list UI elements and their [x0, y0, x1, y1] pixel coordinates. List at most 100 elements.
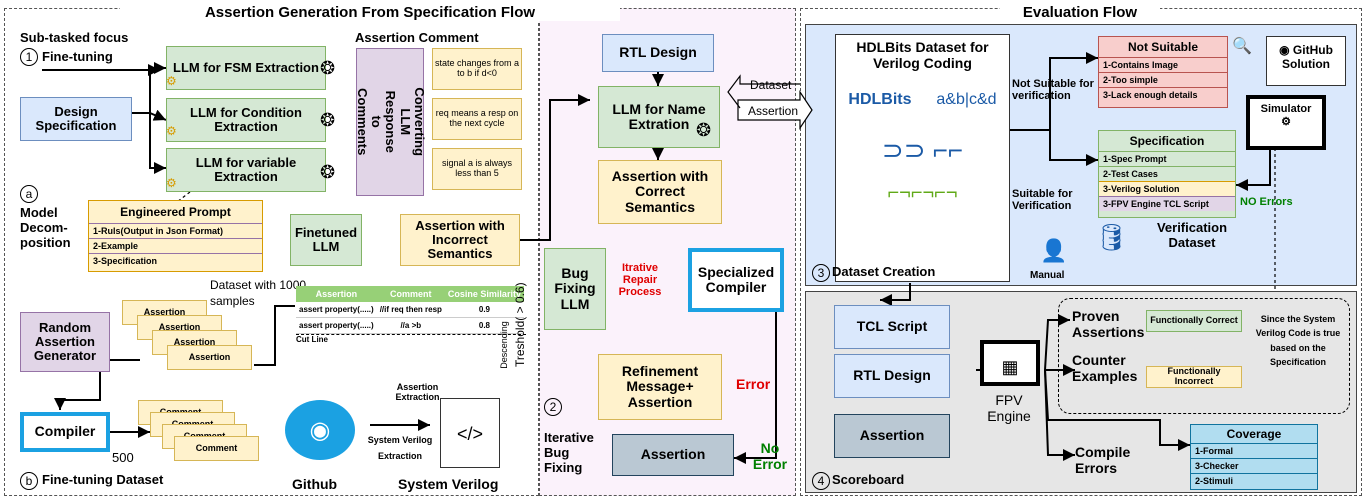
design-specification-box: Design Specification: [20, 97, 132, 141]
assertion-output-box: Assertion: [612, 434, 734, 476]
spec-item: 3-FPV Engine TCL Script: [1099, 196, 1235, 211]
counter-examples-label: Counter Examples: [1072, 352, 1138, 384]
right-panel-title: Evaluation Flow: [1000, 4, 1160, 21]
not-suitable-label: Not Suitable for verification: [1012, 78, 1094, 102]
hdlbits-title: HDLBits Dataset for Verilog Coding: [856, 39, 989, 71]
assertion-score-box: Assertion: [834, 414, 950, 458]
specialized-compiler-box: Specialized Compiler: [688, 248, 784, 312]
assertion-extraction-label: Assertion Extraction: [395, 382, 440, 402]
gear-icon-condition: ⚙: [166, 124, 177, 138]
assertion-correct-box: Assertion with Correct Semantics: [598, 160, 722, 224]
gear-icon-fsm: ⚙: [166, 74, 177, 88]
proven-assertions-label: Proven Assertions: [1072, 308, 1145, 340]
prompt-item-1: 1-Ruls(Output in Json Format): [89, 223, 262, 238]
assertion-card: Assertion: [167, 345, 252, 370]
left-panel-title: Assertion Generation From Specification …: [120, 4, 620, 21]
llm-variable-box: LLM for variable Extraction: [166, 148, 326, 192]
converting-box: Converting LLM Response to Comments: [354, 48, 427, 196]
comment-card: Comment: [174, 436, 259, 461]
assertion-comment-label: Assertion Comment: [355, 30, 479, 45]
search-icon: 🔍: [1232, 38, 1252, 55]
coverage-box: Coverage 1-Formal 3-Checker 2-Stimuli: [1190, 424, 1318, 490]
comment-3: signal a is always less than 5: [432, 148, 522, 190]
error-label: Error: [736, 376, 771, 392]
random-generator-box: Random Assertion Generator: [20, 312, 110, 372]
subtasked-focus-label: Sub-tasked focus: [20, 30, 129, 45]
coverage-item: 1-Formal: [1191, 443, 1317, 458]
spec-item: 2-Test Cases: [1099, 166, 1235, 181]
coverage-item: 2-Stimuli: [1191, 473, 1317, 488]
descending-label: Descending: [498, 321, 509, 369]
results-dashed-box: [1058, 298, 1350, 414]
converting-text: Converting LLM Response to Comments: [354, 87, 427, 157]
spec-item: 1-Spec Prompt: [1099, 151, 1235, 166]
prompt-item-2: 2-Example: [89, 238, 262, 253]
hdlbits-logo: HDLBits: [848, 91, 912, 108]
engineered-prompt-title: Engineered Prompt: [120, 205, 231, 219]
iterative-bug-fixing-label: Iterative Bug Fixing: [544, 430, 594, 475]
not-suitable-box: Not Suitable 1-Contains Image 2-Too simp…: [1098, 36, 1228, 108]
spec-item: 3-Verilog Solution: [1099, 181, 1235, 196]
rtl-design-score-box: RTL Design: [834, 354, 950, 398]
github-solution-label: GitHub Solution: [1282, 43, 1333, 71]
no-errors-label: NO Errors: [1240, 196, 1293, 208]
iterative-repair-label: Itrative Repair Process: [618, 262, 662, 298]
logic-gates-icon: ⊃⊃ ⌐⌐: [881, 135, 964, 165]
not-suitable-item: 1-Contains Image: [1099, 57, 1227, 72]
llm-fsm-box: LLM for FSM Extraction: [166, 46, 326, 90]
specification-box: Specification 1-Spec Prompt 2-Test Cases…: [1098, 130, 1236, 218]
comment-2: req means a resp on the next cycle: [432, 98, 522, 140]
openai-icon-condition: ❂: [320, 110, 336, 130]
github-solution-icon: ◉: [1279, 43, 1293, 57]
simulator-chip-icon: Simulator⚙: [1246, 95, 1326, 150]
count-500-label: 500: [112, 450, 134, 465]
assertion-stack: Assertion Assertion Assertion Assertion: [122, 300, 262, 390]
sv-extraction-label: System Verilog Extraction: [367, 435, 433, 462]
fpv-chip-icon: ▦: [980, 340, 1040, 386]
not-suitable-title: Not Suitable: [1127, 40, 1198, 54]
compile-errors-label: Compile Errors: [1075, 444, 1131, 476]
verification-dataset-label: Verification Dataset: [1156, 220, 1228, 250]
step1-fine-tuning: 1 Fine-tuning: [20, 48, 113, 66]
assertion-incorrect-box: Assertion with Incorrect Semantics: [400, 214, 520, 266]
abcd-logo: a&b|c&d: [936, 91, 997, 108]
github-solution-box: ◉ GitHub Solution: [1266, 36, 1346, 86]
github-label: Github: [292, 476, 338, 492]
comment-1: state changes from a to b if d<0: [432, 48, 522, 90]
openai-icon-name: ❂: [696, 120, 712, 140]
file-code-icon: </>: [440, 398, 500, 468]
engineered-prompt-box: Engineered Prompt 1-Ruls(Output in Json …: [88, 200, 263, 272]
not-suitable-item: 2-Too simple: [1099, 72, 1227, 87]
functionally-incorrect-box: Functionally Incorrect: [1146, 366, 1242, 388]
system-verilog-label: System Verilog: [398, 476, 499, 492]
dataset-1000-label: Dataset with 1000 samples: [210, 278, 307, 308]
refinement-box: Refinement Message+ Assertion: [598, 354, 722, 420]
dataset-arrow-label: Dataset: [750, 78, 792, 92]
functionally-correct-box: Functionally Correct: [1146, 310, 1242, 332]
step4-number: 4: [812, 472, 834, 490]
specification-title: Specification: [1129, 134, 1205, 148]
bug-fixing-llm-box: Bug Fixing LLM: [544, 248, 606, 330]
step-a-number: a: [20, 185, 42, 203]
comment-stack: Comment Comment Comment Comment: [138, 400, 278, 490]
prompt-item-3: 3-Specification: [89, 253, 262, 268]
finetuned-llm-box: Finetuned LLM: [290, 214, 362, 266]
threshold-label: Treshold( > 0.6): [513, 282, 527, 367]
openai-icon-fsm: ❂: [320, 58, 336, 78]
model-decomposition-label: Model Decom-position: [20, 205, 71, 250]
github-icon: ◉: [285, 400, 355, 460]
openai-icon-variable: ❂: [320, 162, 336, 182]
step-b-number: b: [20, 472, 42, 490]
compiler-box: Compiler: [20, 412, 110, 452]
hdlbits-box: HDLBits Dataset for Verilog Coding HDLBi…: [835, 34, 1010, 282]
waveform-icon: ⌐¬⌐¬⌐¬: [887, 182, 958, 204]
step1-label: Fine-tuning: [42, 49, 113, 64]
simulator-label: Simulator: [1260, 103, 1312, 115]
coverage-title: Coverage: [1226, 427, 1282, 441]
fpv-engine-label: FPV Engine: [987, 392, 1031, 424]
step1-number: 1: [20, 48, 38, 66]
no-error-label: No Error: [752, 440, 788, 472]
llm-name-extraction-box: LLM for Name Extration: [598, 86, 720, 148]
llm-condition-box: LLM for Condition Extraction: [166, 98, 326, 142]
